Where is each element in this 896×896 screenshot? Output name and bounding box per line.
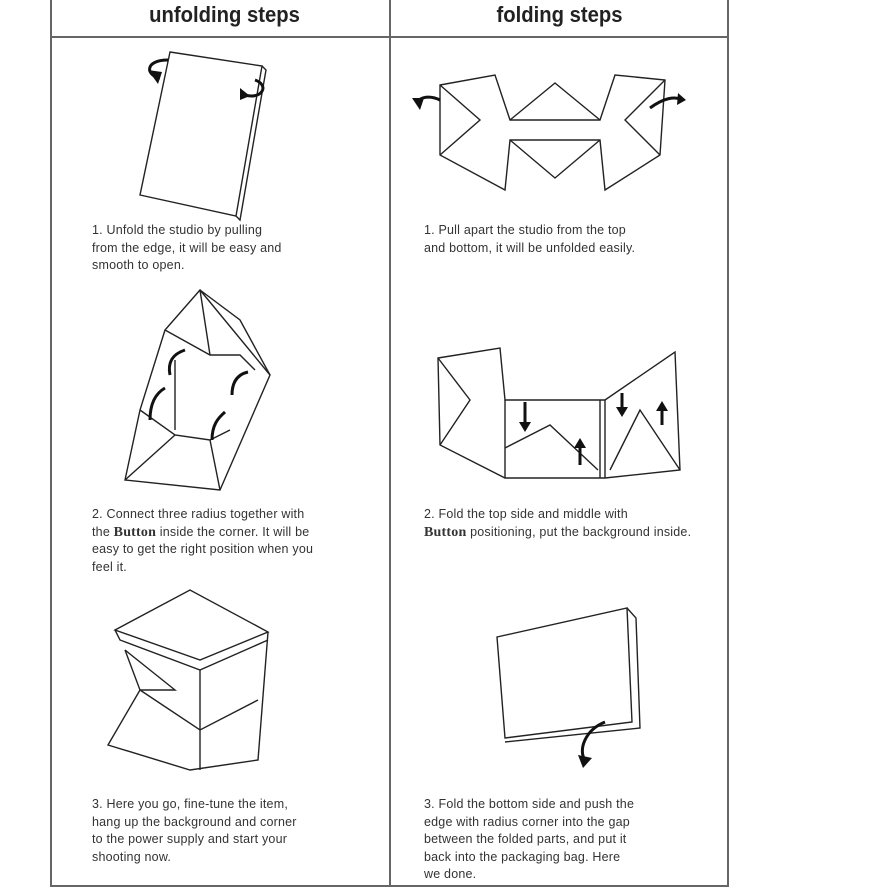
folding-header: folding steps bbox=[496, 2, 623, 27]
unfold-step3-text: 3. Here you go, fine-tune the item, hang… bbox=[92, 797, 297, 864]
fold-step2-text: 2. Fold the top side and middle with But… bbox=[424, 507, 692, 540]
fold-step1-illustration bbox=[412, 74, 686, 192]
unfold-step1-illustration bbox=[139, 51, 267, 222]
fold-step3-illustration bbox=[496, 607, 641, 768]
fold-step1-text: 1. Pull apart the studio from the top an… bbox=[424, 223, 636, 255]
unfolding-header: unfolding steps bbox=[149, 2, 300, 27]
unfold-step2-illustration bbox=[124, 288, 271, 491]
column-divider bbox=[389, 0, 391, 887]
header-divider bbox=[50, 36, 729, 38]
fold-step3-text: 3. Fold the bottom side and push the edg… bbox=[424, 797, 635, 881]
button-word: Button bbox=[424, 524, 467, 540]
unfold-step3-illustration bbox=[106, 589, 270, 771]
button-word: Button bbox=[113, 524, 157, 540]
fold-step2-illustration bbox=[437, 347, 681, 479]
unfold-step1-text: 1. Unfold the studio by pulling from the… bbox=[92, 223, 282, 272]
unfold-step2-text: 2. Connect three radius together with th… bbox=[92, 507, 314, 574]
